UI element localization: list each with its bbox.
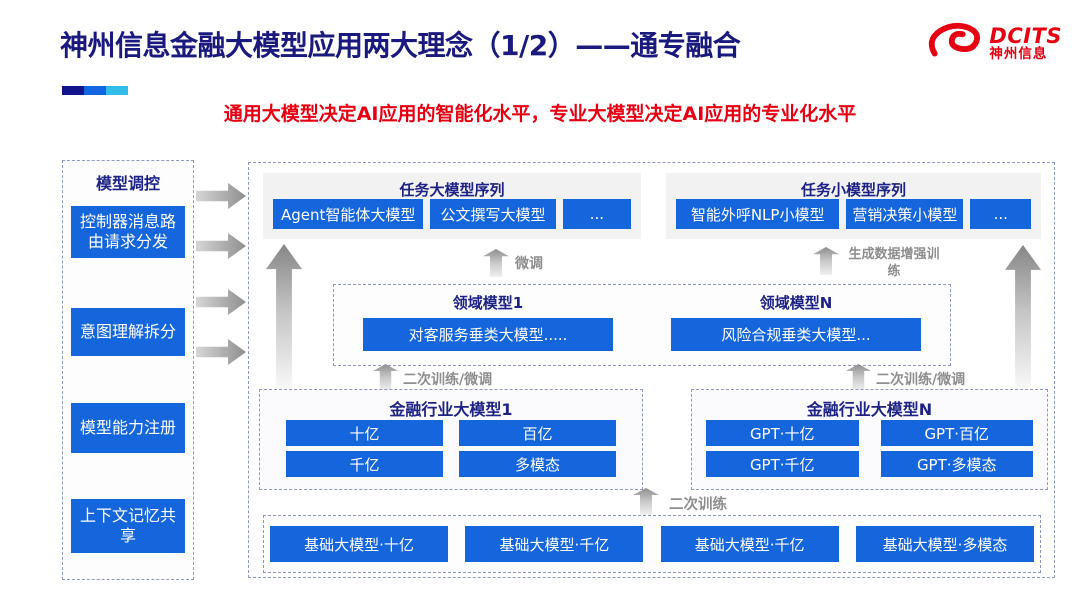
dcits-logo: DCITS 神州信息: [925, 20, 1062, 66]
gen-data-label: 生成数据增强训练: [848, 247, 940, 279]
model-box-gpt-1b: GPT·十亿: [706, 420, 859, 446]
accent-bar: [62, 86, 128, 95]
logo-brand-cn: 神州信息: [989, 45, 1048, 62]
retrain-label: 二次训练: [669, 497, 727, 513]
accent-segment-cyan: [106, 86, 128, 95]
model-box-100b: 千亿: [286, 451, 443, 477]
model-box-risk-compliance: 风险合规垂类大模型...: [671, 318, 921, 351]
model-box-1b: 十亿: [286, 420, 443, 446]
model-box-multimodal: 多模态: [459, 451, 616, 477]
domain-1-title: 领域模型1: [452, 294, 524, 312]
industry-n-title: 金融行业大模型N: [806, 400, 933, 419]
industry-model-1-group: 金融行业大模型1 十亿 百亿 千亿 多模态: [259, 389, 643, 490]
sidebar-item-router: 控制器消息路由请求分发: [71, 206, 185, 258]
sidebar-item-registry: 模型能力注册: [71, 403, 185, 453]
logo-brand-text: DCITS: [989, 23, 1062, 48]
model-box-10b: 百亿: [459, 420, 616, 446]
domain-model-group: 领域模型1 对客服务垂类大模型..... 领域模型N 风险合规垂类大模型...: [333, 284, 951, 366]
domain-model-n: 领域模型N 风险合规垂类大模型...: [642, 285, 950, 365]
accent-segment-blue: [84, 86, 106, 95]
up-arrow-retrain-left: [373, 364, 398, 391]
model-box-gpt-multimodal: GPT·多模态: [880, 451, 1033, 477]
model-box-nlp-outbound: 智能外呼NLP小模型: [676, 199, 840, 229]
model-control-panel: 模型调控 控制器消息路由请求分发 意图理解拆分 模型能力注册 上下文记忆共享: [62, 160, 194, 580]
model-box-gpt-100b: GPT·千亿: [706, 451, 859, 477]
base-model-group: 基础大模型·十亿 基础大模型·千亿 基础大模型·千亿 基础大模型·多模态: [263, 515, 1041, 573]
sidebar-title: 模型调控: [95, 174, 160, 193]
task-small-model-group: 任务小模型序列 智能外呼NLP小模型 营销决策小模型 ...: [666, 173, 1041, 239]
finetune-label: 微调: [515, 256, 543, 272]
model-box-marketing: 营销决策小模型: [846, 199, 964, 229]
model-box-ellipsis: ...: [970, 199, 1031, 229]
model-box-document-writing: 公文撰写大模型: [430, 199, 556, 229]
right-arrow: [196, 233, 246, 259]
model-box-agent: Agent智能体大模型: [273, 199, 424, 229]
up-arrow-gen-data: [813, 247, 839, 275]
retrain-finetune-right-label: 二次训练/微调: [876, 372, 966, 388]
right-arrow: [196, 183, 246, 209]
industry-1-title: 金融行业大模型1: [389, 400, 513, 419]
task-small-title: 任务小模型序列: [800, 181, 906, 199]
accent-segment-navy: [62, 86, 84, 95]
subtitle: 通用大模型决定AI应用的智能化水平，专业大模型决定AI应用的专业化水平: [223, 103, 857, 125]
model-box-base-100b-b: 基础大模型·千亿: [660, 526, 839, 562]
up-arrow-retrain-right: [846, 364, 871, 391]
domain-model-1: 领域模型1 对客服务垂类大模型.....: [334, 285, 642, 365]
industry-model-n-group: 金融行业大模型N GPT·十亿 GPT·百亿 GPT·千亿 GPT·多模态: [691, 389, 1048, 490]
model-stack-diagram: 任务大模型序列 Agent智能体大模型 公文撰写大模型 ... 任务小模型序列 …: [248, 162, 1055, 578]
up-arrow-retrain-base: [633, 488, 659, 515]
page-title: 神州信息金融大模型应用两大理念（1/2）——通专融合: [60, 29, 741, 62]
model-box-gpt-10b: GPT·百亿: [880, 420, 1033, 446]
model-box-customer-service: 对客服务垂类大模型.....: [363, 318, 613, 351]
sidebar-item-memory: 上下文记忆共享: [71, 499, 185, 553]
task-large-title: 任务大模型序列: [399, 181, 505, 199]
retrain-finetune-left-label: 二次训练/微调: [403, 372, 493, 388]
sidebar-item-intent: 意图理解拆分: [71, 308, 185, 356]
up-arrow-finetune: [483, 249, 509, 277]
big-up-arrow-left: [266, 244, 302, 392]
task-large-model-group: 任务大模型序列 Agent智能体大模型 公文撰写大模型 ...: [263, 173, 641, 239]
model-box-base-1b: 基础大模型·十亿: [270, 526, 448, 562]
model-box-ellipsis: ...: [562, 199, 631, 229]
model-box-base-multimodal: 基础大模型·多模态: [855, 526, 1034, 562]
big-up-arrow-right: [1005, 245, 1041, 391]
model-box-base-100b-a: 基础大模型·千亿: [465, 526, 644, 562]
domain-n-title: 领域模型N: [759, 294, 833, 312]
dcits-swirl-icon: [925, 20, 983, 66]
right-arrow: [196, 339, 246, 365]
right-arrow: [196, 289, 246, 315]
